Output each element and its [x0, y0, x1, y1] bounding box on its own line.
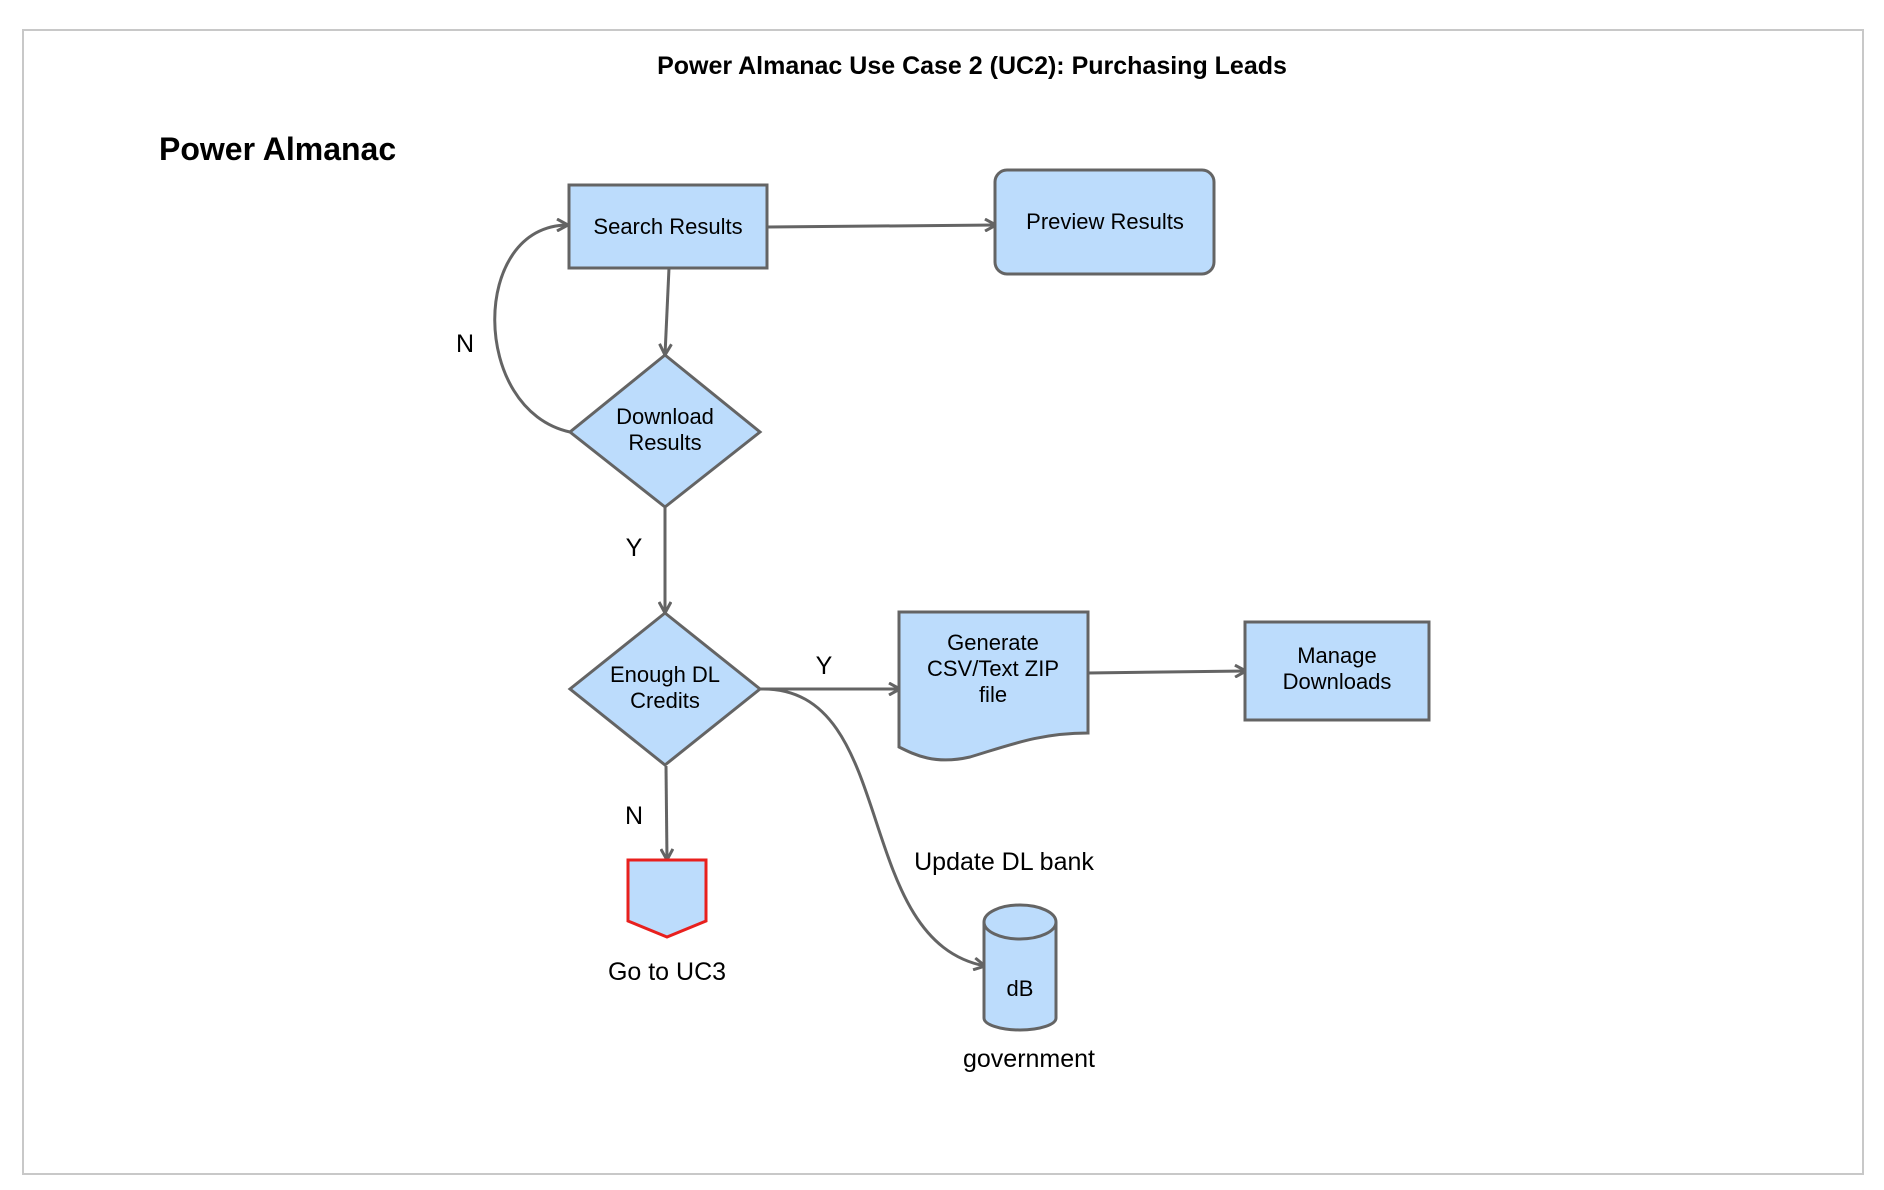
svg-text:file: file [979, 682, 1007, 707]
go-to-uc3-label: Go to UC3 [608, 958, 726, 986]
edge-search-to-preview [767, 225, 996, 227]
edge-credits-to-database [759, 687, 985, 966]
node-search-results[interactable]: Search Results [567, 183, 769, 270]
svg-text:Results: Results [628, 430, 701, 455]
svg-text:Download: Download [616, 404, 714, 429]
node-go-to-uc3-connector[interactable] [626, 858, 708, 939]
label-credits-yes: Y [816, 652, 833, 680]
svg-text:Generate: Generate [947, 630, 1039, 655]
svg-text:Downloads: Downloads [1283, 669, 1392, 694]
diagram-frame [22, 29, 1864, 1175]
database-caption: government [963, 1045, 1095, 1073]
node-generate-file[interactable]: Generate CSV/Text ZIP file [897, 610, 1090, 762]
node-manage-downloads[interactable]: Manage Downloads [1243, 620, 1431, 722]
label-update-dl-bank: Update DL bank [914, 848, 1094, 876]
label-download-no: N [456, 330, 474, 358]
edge-search-to-download [665, 267, 669, 355]
svg-text:dB: dB [1007, 976, 1034, 1001]
svg-text:Enough DL: Enough DL [610, 662, 720, 687]
node-enough-credits-decision[interactable]: Enough DL Credits [567, 611, 763, 767]
edge-generate-to-manage [1087, 671, 1246, 673]
diagram-title: Power Almanac Use Case 2 (UC2): Purchasi… [657, 52, 1287, 80]
node-database[interactable]: dB [982, 903, 1058, 1032]
svg-text:Credits: Credits [630, 688, 700, 713]
node-download-results-decision[interactable]: Download Results [567, 353, 763, 509]
edge-credits-to-uc3 [666, 765, 667, 860]
svg-text:Search Results: Search Results [593, 214, 742, 239]
edge-download-no-loop [493, 225, 571, 434]
label-credits-no: N [625, 802, 643, 830]
lane-label: Power Almanac [159, 131, 396, 167]
svg-text:Preview Results: Preview Results [1026, 209, 1184, 234]
label-download-yes: Y [626, 534, 643, 562]
node-preview-results[interactable]: Preview Results [993, 168, 1216, 276]
svg-text:CSV/Text ZIP: CSV/Text ZIP [927, 656, 1059, 681]
svg-text:Manage: Manage [1297, 643, 1377, 668]
